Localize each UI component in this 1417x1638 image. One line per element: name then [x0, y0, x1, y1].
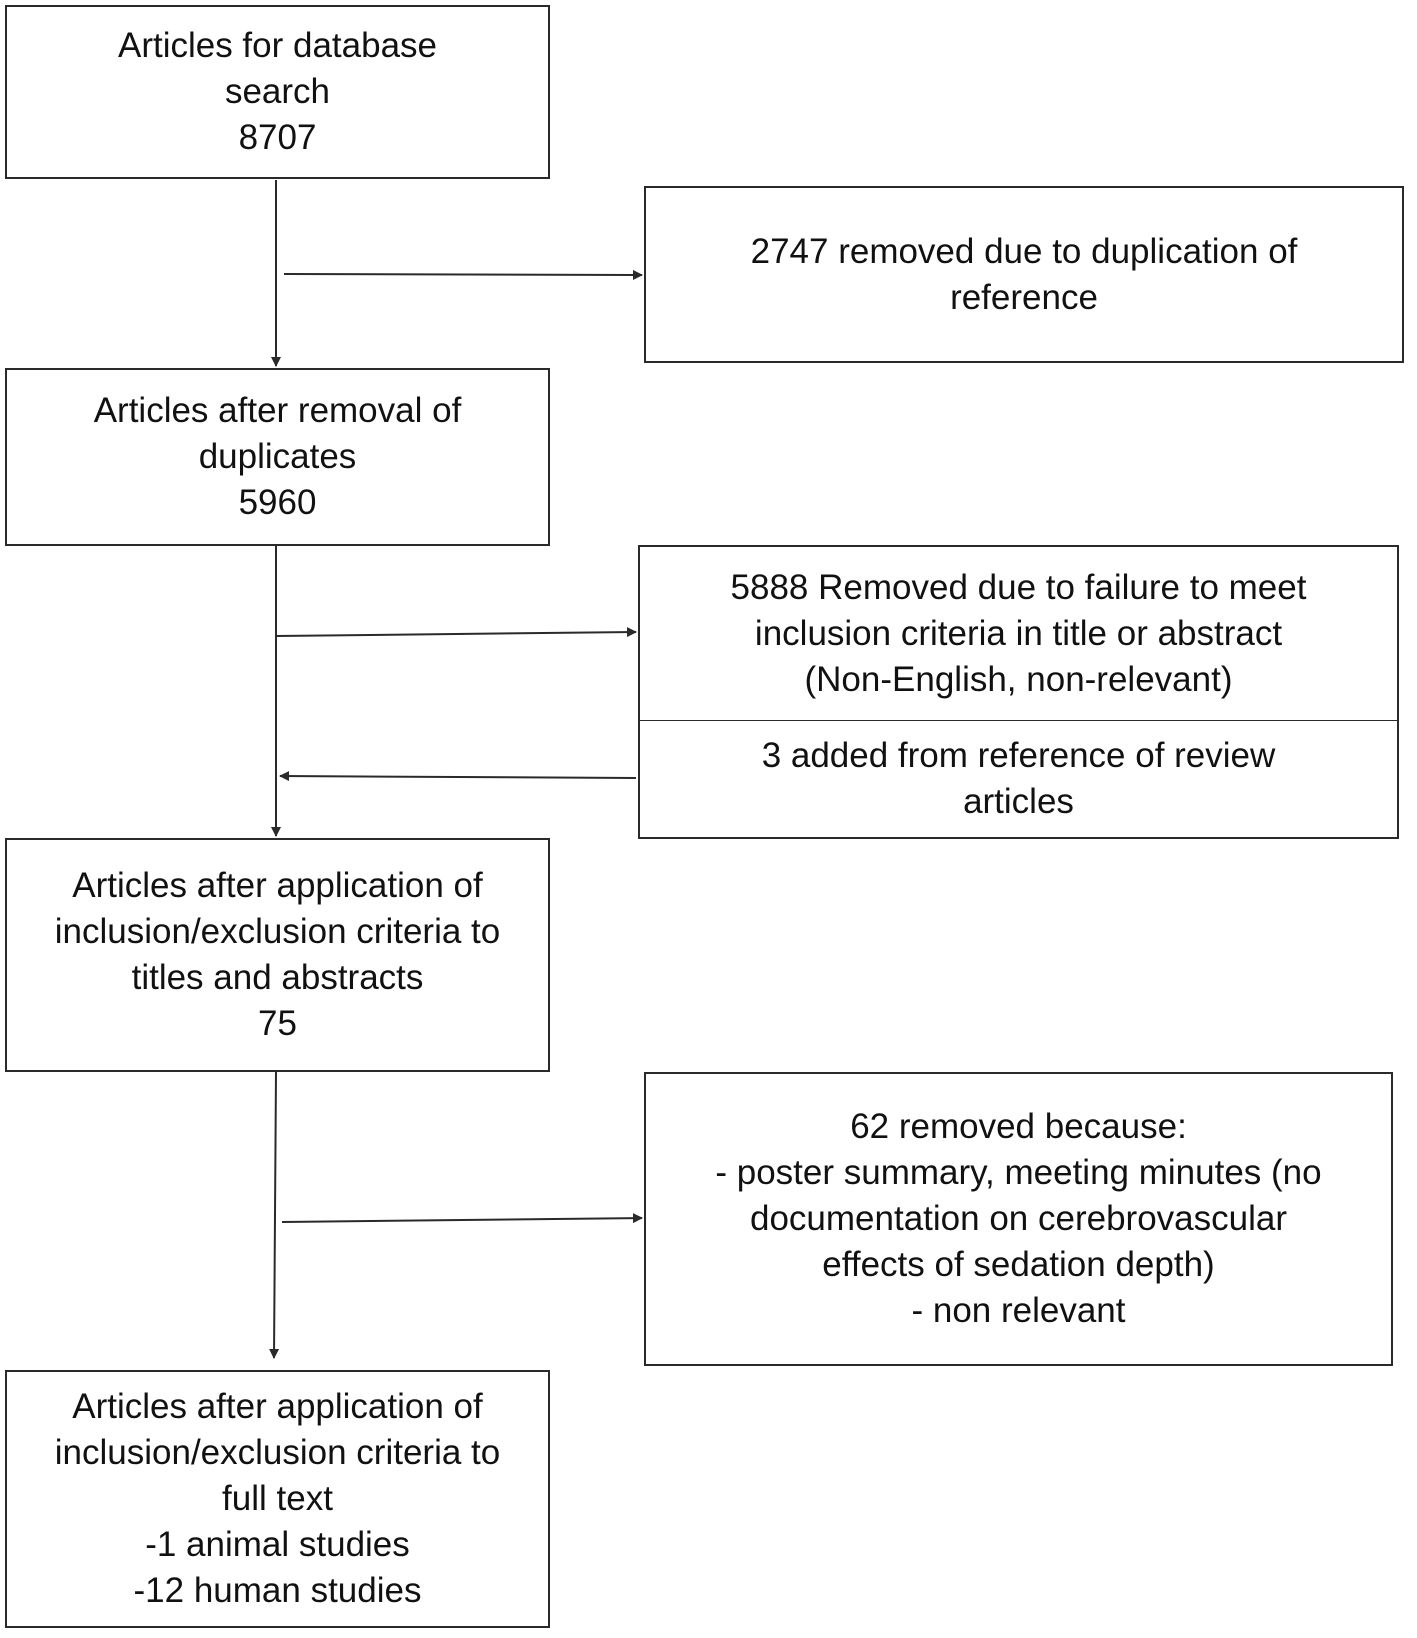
- node-count: 5960: [238, 483, 317, 522]
- node-text-line: -1 animal studies: [145, 1525, 410, 1564]
- node-text-line: Articles for database: [117, 26, 438, 65]
- node-text-line: inclusion criteria in title or abstract: [754, 614, 1283, 653]
- node-text-line: reference: [950, 277, 1098, 317]
- node-count: 75: [258, 1004, 297, 1043]
- node-text-line: -12 human studies: [133, 1571, 422, 1610]
- node-text-line: 2747 removed due to duplication of: [750, 231, 1298, 271]
- node-text-line: effects of sedation depth): [822, 1245, 1215, 1284]
- node-text-line: - non relevant: [911, 1291, 1126, 1330]
- node-criteria-removed: 5888 Removed due to failure to meet incl…: [638, 545, 1399, 721]
- node-count: 8707: [238, 118, 317, 157]
- node-text-line: articles: [963, 782, 1074, 821]
- arrow-to-criteria-removed: [275, 627, 637, 638]
- node-text-line: 62 removed because:: [850, 1107, 1187, 1146]
- node-text-line: titles and abstracts: [131, 958, 424, 997]
- node-duplicates-removed: 2747 removed due to duplication of refer…: [644, 186, 1404, 363]
- node-text-line: (Non-English, non-relevant): [804, 660, 1233, 699]
- node-added-from-review: 3 added from reference of review article…: [638, 721, 1399, 839]
- node-text-line: inclusion/exclusion criteria to: [54, 1433, 501, 1472]
- node-text-line: full text: [222, 1479, 333, 1518]
- node-text-line: Articles after application of: [72, 866, 483, 905]
- arrow-title-abstract-to-final: [269, 1071, 280, 1359]
- node-final-included: Articles after application of inclusion/…: [5, 1370, 550, 1628]
- arrow-to-duplicates-removed: [283, 269, 643, 280]
- node-fulltext-removed: 62 removed because: - poster summary, me…: [644, 1072, 1393, 1366]
- node-text-line: Articles after application of: [72, 1387, 483, 1426]
- node-after-title-abstract: Articles after application of inclusion/…: [5, 838, 550, 1072]
- node-text-line: inclusion/exclusion criteria to: [54, 912, 501, 951]
- node-text-line: search: [224, 72, 331, 111]
- arrow-from-review-added: [279, 771, 637, 782]
- node-text-line: 5888 Removed due to failure to meet: [730, 568, 1307, 607]
- node-text-line: 3 added from reference of review: [761, 736, 1276, 775]
- arrow-to-fulltext-removed: [281, 1213, 643, 1224]
- node-text-line: documentation on cerebrovascular: [750, 1199, 1287, 1238]
- node-text-line: Articles after removal of: [93, 391, 462, 430]
- node-after-dedup: Articles after removal of duplicates 596…: [5, 368, 550, 546]
- node-database-search: Articles for database search 8707: [5, 5, 550, 179]
- node-text-line: - poster summary, meeting minutes (no: [715, 1153, 1322, 1192]
- node-text-line: duplicates: [198, 437, 357, 476]
